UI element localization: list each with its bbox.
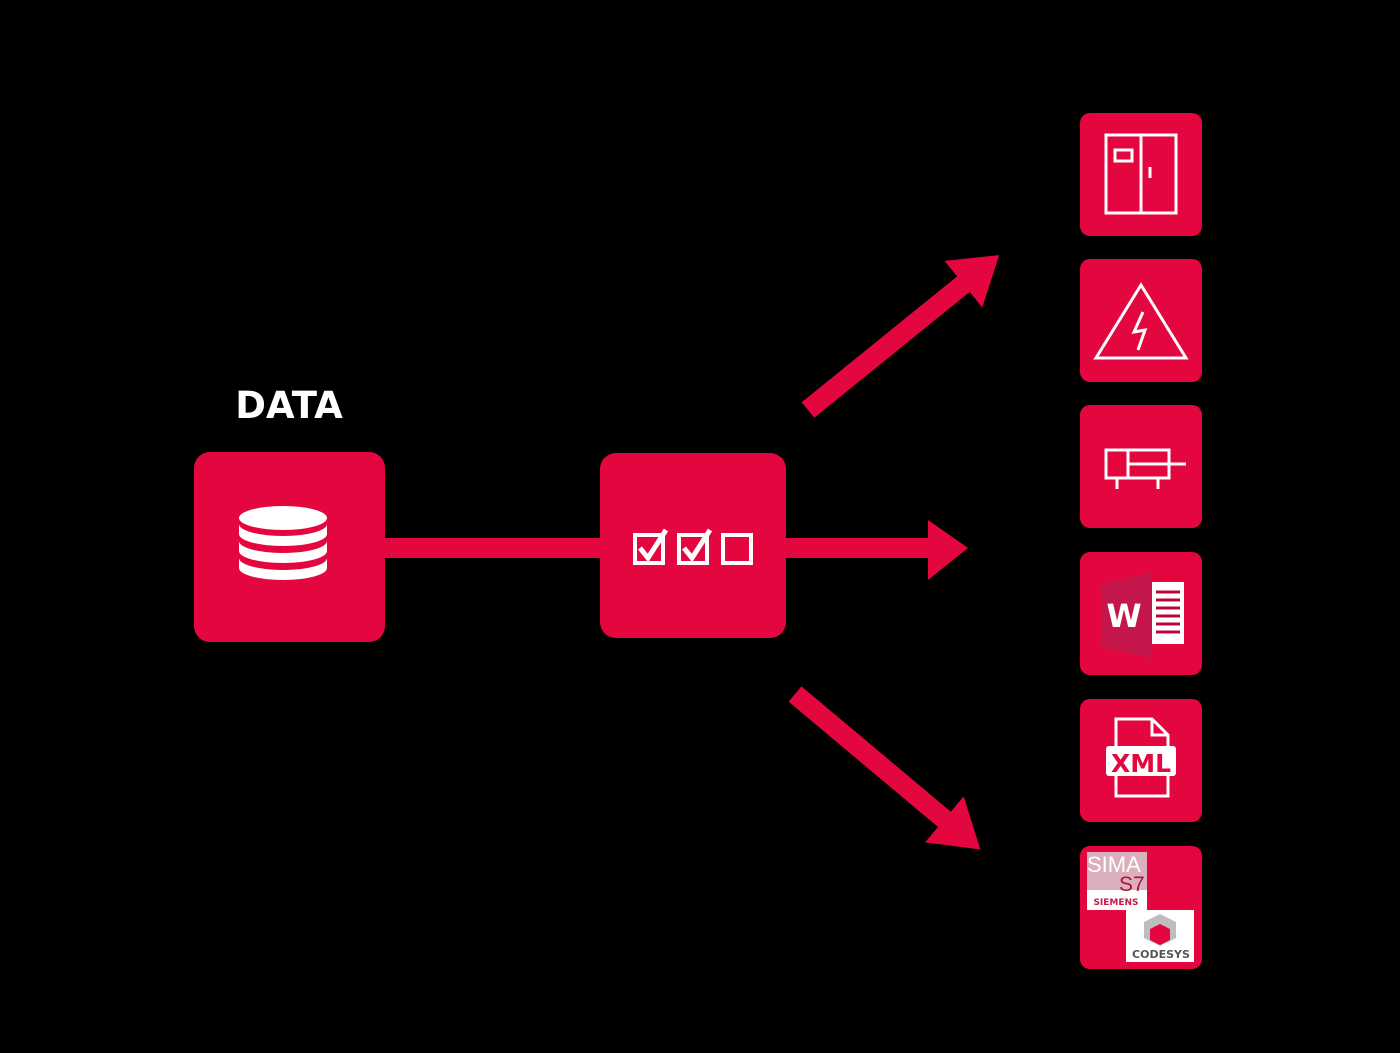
output-plc: SIMA S7 SIEMENS CODESYS: [1080, 846, 1202, 969]
arrow-right: [780, 520, 968, 580]
connector-line: [380, 538, 605, 558]
cylinder-actuator-icon: [1104, 448, 1186, 489]
checklist-icon: [633, 528, 753, 565]
output-xml: XML: [1080, 699, 1202, 822]
output-electrical: [1080, 259, 1202, 382]
data-source-box: [194, 452, 385, 642]
siemens-label: SIEMENS: [1093, 898, 1138, 908]
connectors: [380, 255, 1000, 850]
data-title: DATA: [235, 384, 343, 427]
output-cabinet: [1080, 113, 1202, 236]
output-pneumatic: [1080, 405, 1202, 528]
arrow-up-right: [801, 255, 1000, 418]
database-icon: [239, 506, 327, 580]
s7-label: S7: [1119, 873, 1145, 896]
xml-file-icon: XML: [1106, 717, 1176, 798]
validation-box: [600, 453, 786, 638]
xml-label: XML: [1111, 749, 1171, 778]
arrow-down-right: [788, 686, 981, 850]
word-letter: W: [1106, 597, 1141, 635]
simatic-label: SIMA: [1087, 852, 1141, 877]
codesys-label: CODESYS: [1132, 948, 1190, 961]
word-document-icon: W: [1101, 572, 1184, 658]
control-cabinet-icon: [1104, 133, 1178, 215]
plc-logos-icon: SIMA S7 SIEMENS CODESYS: [1087, 852, 1194, 962]
output-word: W: [1080, 552, 1202, 675]
high-voltage-warning-icon: [1093, 282, 1189, 360]
